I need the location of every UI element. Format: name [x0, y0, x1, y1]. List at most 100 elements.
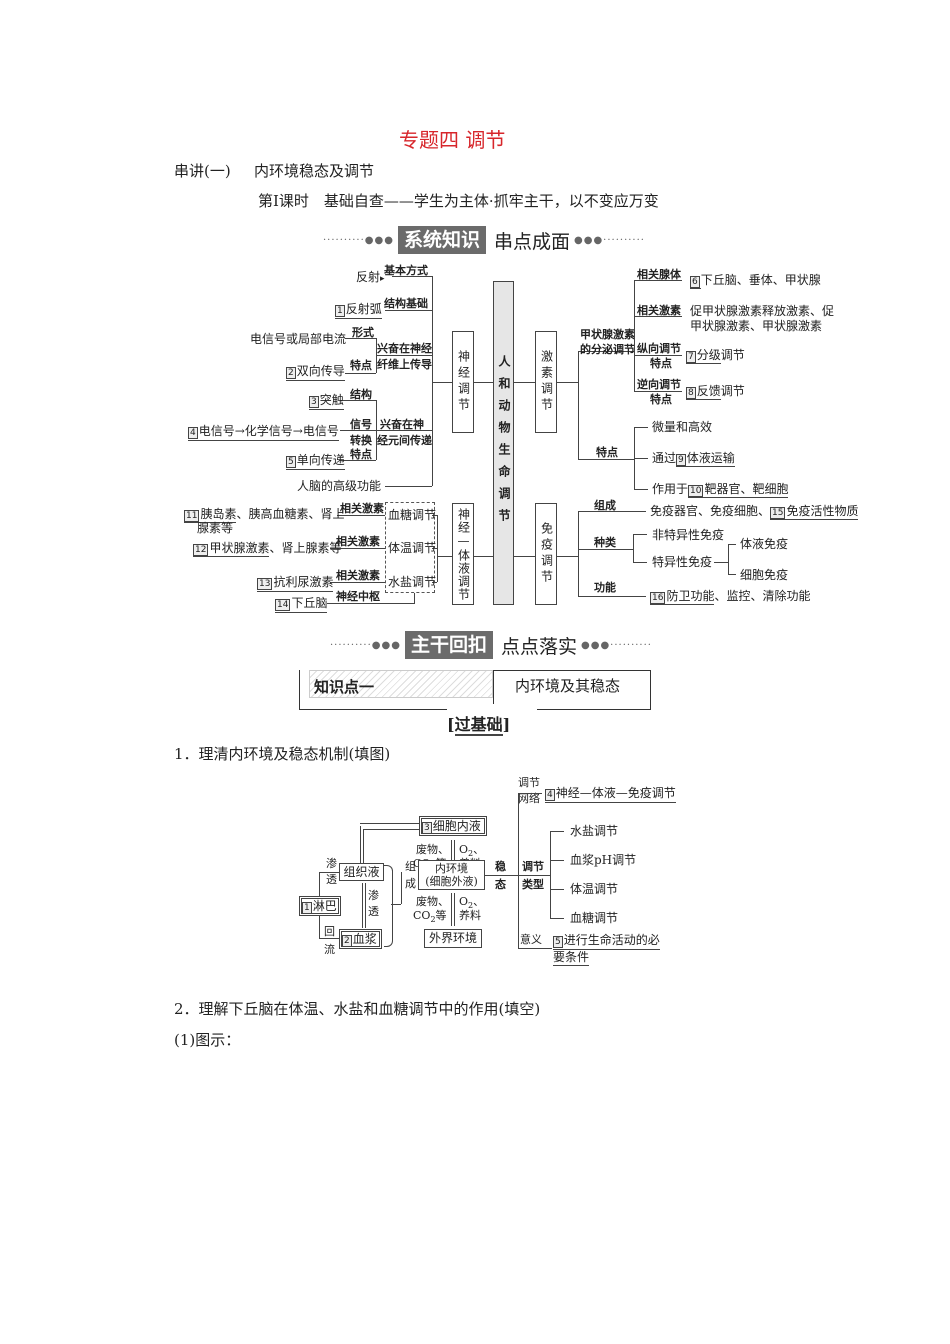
label-composition: 组成 [594, 499, 616, 512]
label-basic-mode: 基本方式 [384, 264, 428, 277]
type-water-salt: 水盐调节 [570, 824, 619, 838]
banner-highlight: 主干回扣 [404, 631, 493, 659]
label-reverse-2: 特点 [650, 393, 672, 406]
type-glucose: 血糖调节 [570, 911, 619, 925]
co2-label-2: CO2等 [413, 909, 447, 925]
label-neuron-feature: 特点 [350, 448, 372, 461]
label-form: 形式 [352, 326, 374, 339]
water-regulation: 水盐调节 [388, 575, 437, 589]
lesson-subtitle: 第Ⅰ课时 基础自查——学生为主体·抓牢主干，以不变应万变 [258, 192, 659, 210]
knowledge-label: 知识点一 [314, 678, 375, 696]
comp-2: 成 [405, 877, 416, 890]
brain-function: 人脑的高级功能 [297, 479, 382, 493]
banner-highlight: 系统知识 [397, 226, 486, 254]
label-signal-1: 信号 [350, 418, 372, 431]
label-hormones: 相关激素 [637, 304, 681, 317]
intracellular-box [419, 816, 487, 836]
glucose-result-2: 腺素等 [197, 521, 234, 535]
types-label-1: 调节 [522, 860, 544, 873]
hormones-1: 促甲状腺激素释放激素、促 [690, 304, 835, 318]
label-thyroid-1: 甲状腺激素 [580, 328, 635, 341]
waste-label: 废物、 [416, 843, 449, 856]
question-1-title: 1．理清内环境及稳态机制(填图) [174, 745, 391, 763]
label-temp: 相关激素 [336, 535, 380, 548]
question-2-sub: (1)图示： [174, 1031, 241, 1049]
label-fiber-1: 兴奋在神经 [377, 342, 432, 355]
hormones-2: 甲状腺激素、甲状腺激素 [690, 319, 823, 333]
seep-1: 渗 [368, 889, 379, 902]
specific-immunity: 特异性免疫 [652, 555, 713, 569]
dots-right: ●●●·········· [574, 234, 645, 246]
type-temp: 体温调节 [570, 882, 619, 896]
cellular-immunity: 细胞免疫 [740, 568, 789, 582]
series-topic: 内环境稳态及调节 [254, 162, 375, 180]
label-types: 种类 [594, 536, 616, 549]
label-longitudinal-2: 特点 [650, 357, 672, 370]
series-label: 串讲(一) [174, 162, 231, 180]
label-center: 神经中枢 [336, 590, 380, 603]
tissue-fluid-box: 组织液 [339, 863, 384, 881]
glucose-regulation: 血糖调节 [388, 508, 437, 522]
network-label-2: 网络 [518, 792, 540, 805]
steady-1: 稳 [495, 860, 506, 873]
internal-environment-box: 内环境 (细胞外液) [418, 860, 485, 890]
nerve-regulation-box: 神经调节 [452, 331, 474, 433]
seep-2: 透 [368, 905, 379, 918]
return-2: 流 [324, 943, 335, 956]
meaning-2: 要条件 [553, 950, 590, 966]
meaning-label: 意义 [520, 933, 542, 946]
network-label-1: 调节 [518, 776, 540, 789]
label-feature: 特点 [596, 446, 618, 459]
label-reverse-1: 逆向调节 [637, 378, 681, 391]
o2-label: O2、 [459, 843, 485, 859]
hormone-regulation-box: 激素调节 [535, 331, 557, 433]
label-longitudinal-1: 纵向调节 [637, 342, 681, 355]
knowledge-topic: 内环境及其稳态 [515, 677, 621, 695]
banner-text: 点点落实 [500, 635, 577, 658]
neuro-humoral-box: 神经—体液调节 [452, 503, 474, 605]
plasma-box [339, 929, 382, 949]
type-ph: 血浆pH调节 [570, 853, 637, 867]
label-fiber-2: 纤维上传导 [377, 358, 432, 371]
banner-text: 串点成面 [493, 230, 570, 253]
comp-1: 组 [405, 860, 416, 873]
nonspecific-immunity: 非特异性免疫 [652, 528, 725, 542]
label-structure: 结构基础 [384, 297, 428, 310]
center-node: 人和动物生命调节 [493, 281, 514, 605]
seep-left-1: 渗 [326, 857, 337, 870]
form-value: 电信号或局部电流 [250, 332, 347, 346]
dots-right: ●●●·········· [581, 639, 652, 651]
o2-label-2: O2、 [459, 895, 485, 911]
external-environment-box: 外界环境 [424, 929, 482, 948]
immune-regulation-box: 免疫调节 [535, 503, 557, 605]
lymph-box [299, 896, 341, 916]
section-banner-system: ··········●●● 系统知识 串点成面 ●●●·········· [323, 226, 645, 254]
label-fiber-feature: 特点 [350, 359, 372, 372]
steady-2: 态 [495, 878, 506, 891]
sub-heading: [过基础] [447, 715, 511, 736]
dashed-group [385, 502, 435, 593]
dots-left: ··········●●● [323, 234, 394, 246]
page-title: 专题四 调节 [399, 128, 506, 152]
